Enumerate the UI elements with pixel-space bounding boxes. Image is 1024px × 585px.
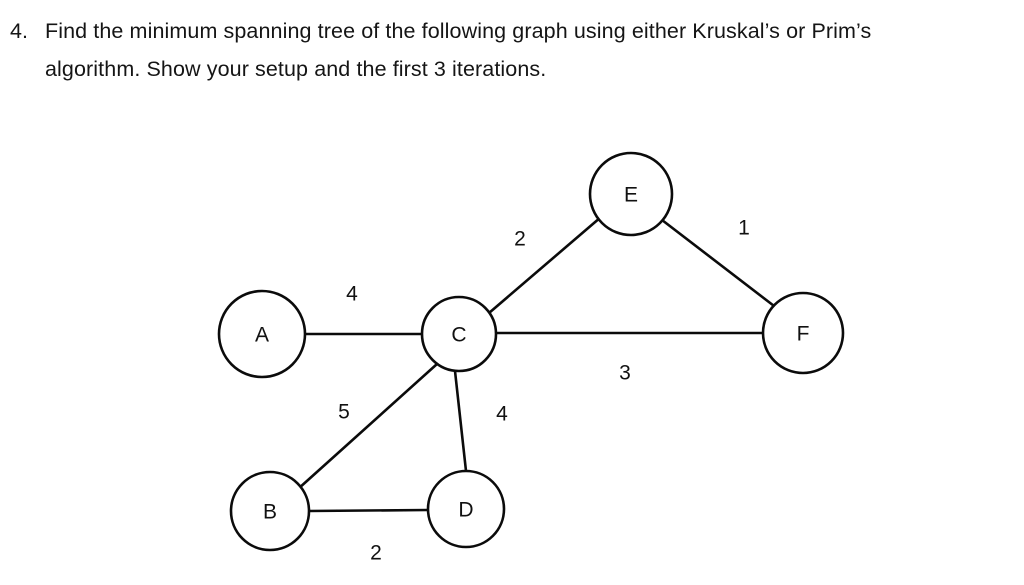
edge-weight-a-c: 4 (346, 283, 358, 306)
node-circle-a (217, 289, 307, 379)
graph-nodes-layer: A B C D E F (217, 151, 845, 552)
graph-edge-weights-layer: 4 2 1 3 5 4 2 (338, 217, 750, 565)
graph-node-c: C (420, 295, 498, 373)
graph-edges-layer (296, 215, 780, 513)
node-circle-f (761, 291, 845, 375)
graph-node-b: B (229, 470, 311, 552)
edge-weight-c-e: 2 (514, 228, 526, 251)
question-number: 4. (10, 19, 28, 43)
node-label-b: B (263, 501, 277, 524)
node-circle-d (426, 469, 506, 549)
graph-node-f: F (761, 291, 845, 375)
question-block: 4. Find the minimum spanning tree of the… (0, 0, 1024, 88)
question-text-line-2: algorithm. Show your setup and the first… (45, 57, 547, 81)
graph-edge-c-e (487, 215, 603, 315)
edge-weight-b-c: 5 (338, 401, 350, 424)
node-label-e: E (624, 184, 638, 207)
node-label-d: D (458, 499, 473, 522)
node-label-a: A (255, 324, 269, 347)
edge-weight-c-d: 4 (496, 403, 508, 426)
graph-edge-b-d (307, 508, 430, 513)
node-circle-e (588, 151, 674, 237)
node-label-c: C (451, 324, 466, 347)
graph-edge-b-c (296, 362, 439, 491)
graph-edge-c-d (453, 369, 468, 473)
graph-node-d: D (426, 469, 506, 549)
graph-node-e: E (588, 151, 674, 237)
question-row: 4. Find the minimum spanning tree of the… (0, 12, 1024, 88)
question-text: Find the minimum spanning tree of the fo… (45, 12, 1024, 88)
graph-node-a: A (217, 289, 307, 379)
graph-edge-e-f (660, 218, 780, 311)
node-circle-c (420, 295, 498, 373)
node-label-f: F (797, 323, 810, 346)
node-circle-b (229, 470, 311, 552)
question-text-line-1: Find the minimum spanning tree of the fo… (45, 19, 872, 43)
edge-weight-e-f: 1 (738, 217, 750, 240)
edge-weight-b-d: 2 (370, 542, 382, 565)
edge-weight-c-f: 3 (619, 362, 631, 385)
